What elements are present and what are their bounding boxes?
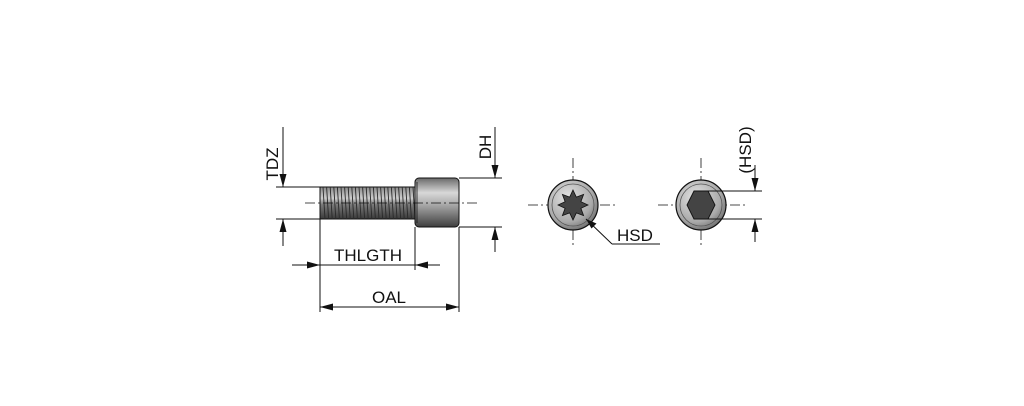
thlgth-label: THLGTH [334, 246, 402, 265]
hsd-label: HSD [617, 226, 653, 245]
tdz-label: TDZ [263, 147, 282, 180]
oal-label: OAL [372, 288, 406, 307]
torx-end-view: HSD [528, 158, 660, 246]
thread-ridge [408, 186, 412, 220]
hex-end-view: (HSD) [658, 126, 762, 246]
thread-ridge [372, 186, 376, 220]
oal-dimension: OAL [320, 227, 460, 312]
thread-ridge [336, 186, 340, 220]
dh-dimension: DH [459, 127, 502, 252]
thlgth-dimension: THLGTH [292, 219, 440, 312]
thread-lines [322, 186, 416, 220]
thread-ridge [390, 186, 394, 220]
thread-ridge [351, 186, 355, 220]
screw-head [414, 177, 460, 228]
screw-side-view [305, 177, 480, 228]
thread-ridge [369, 186, 373, 220]
dh-label: DH [476, 135, 495, 160]
thread-ridge [333, 186, 337, 220]
hsd-paren-label: (HSD) [736, 126, 755, 173]
torx-star-drive-icon [557, 189, 589, 221]
tdz-dimension: TDZ [263, 127, 322, 246]
thread-ridge [405, 186, 409, 220]
thread-ridge [387, 186, 391, 220]
thread-ridge [354, 186, 358, 220]
